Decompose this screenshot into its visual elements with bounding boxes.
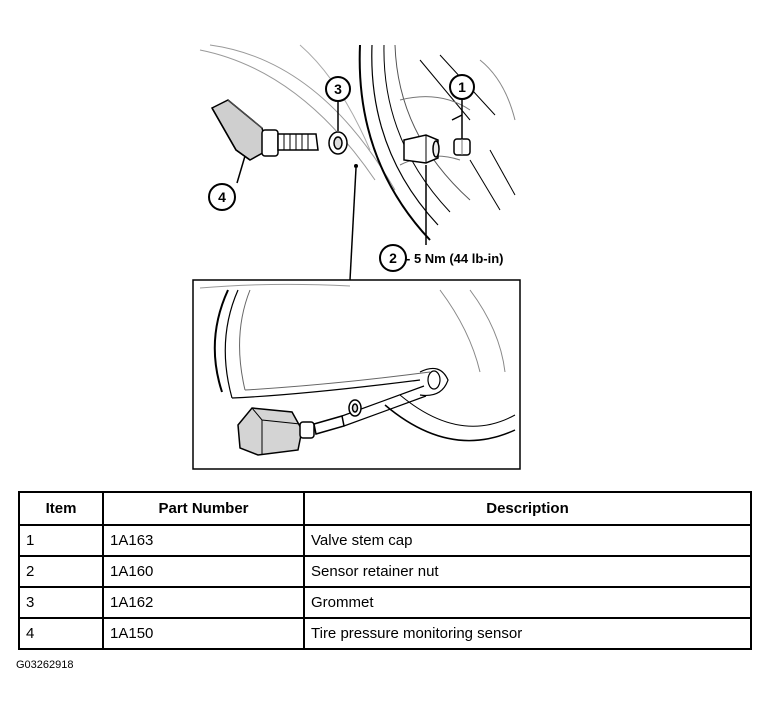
callout-number: 1: [458, 79, 466, 95]
callout-number: 2: [389, 250, 397, 266]
callout-1: 1: [449, 74, 475, 100]
inset-leader-line: [349, 167, 357, 281]
table-row: 1 1A163 Valve stem cap: [18, 524, 752, 557]
cell-item: 2: [18, 555, 104, 588]
tpms-sensor: [210, 99, 319, 161]
header-part-number: Part Number: [102, 491, 305, 526]
cell-item: 4: [18, 617, 104, 650]
cell-description: Grommet: [303, 586, 752, 619]
cell-part-number: 1A150: [102, 617, 305, 650]
header-item: Item: [18, 491, 104, 526]
table-header-row: Item Part Number Description: [18, 491, 752, 526]
grommet-inset: [348, 399, 362, 417]
callout-number: 4: [218, 189, 226, 205]
cell-description: Tire pressure monitoring sensor: [303, 617, 752, 650]
callout-4: 4: [208, 183, 236, 211]
header-description: Description: [303, 491, 752, 526]
valve-hole-marker: [354, 164, 358, 168]
cell-item: 1: [18, 524, 104, 557]
callout-2: 2: [379, 244, 407, 272]
cell-description: Valve stem cap: [303, 524, 752, 557]
table-row: 4 1A150 Tire pressure monitoring sensor: [18, 617, 752, 650]
sensor-retainer-nut: [403, 134, 440, 164]
wheel-rim-inset: [199, 283, 516, 442]
parts-table: Item Part Number Description 1 1A163 Val…: [18, 491, 752, 650]
cell-part-number: 1A163: [102, 524, 305, 557]
table-row: 2 1A160 Sensor retainer nut: [18, 555, 752, 588]
table-row: 3 1A162 Grommet: [18, 586, 752, 619]
tpms-sensor-inset: [237, 385, 427, 456]
grommet: [328, 131, 348, 155]
torque-label: - 5 Nm (44 lb-in): [406, 251, 504, 266]
valve-stem-cap: [453, 138, 471, 156]
cell-part-number: 1A160: [102, 555, 305, 588]
callout-3: 3: [325, 76, 351, 102]
figure-code: G03262918: [16, 659, 74, 671]
exploded-view-diagram: 1 3 4 2 - 5 Nm (44 lb-in): [192, 44, 521, 470]
cell-item: 3: [18, 586, 104, 619]
callout-number: 3: [334, 81, 342, 97]
callout-leaders: [236, 100, 463, 245]
cell-description: Sensor retainer nut: [303, 555, 752, 588]
cell-part-number: 1A162: [102, 586, 305, 619]
